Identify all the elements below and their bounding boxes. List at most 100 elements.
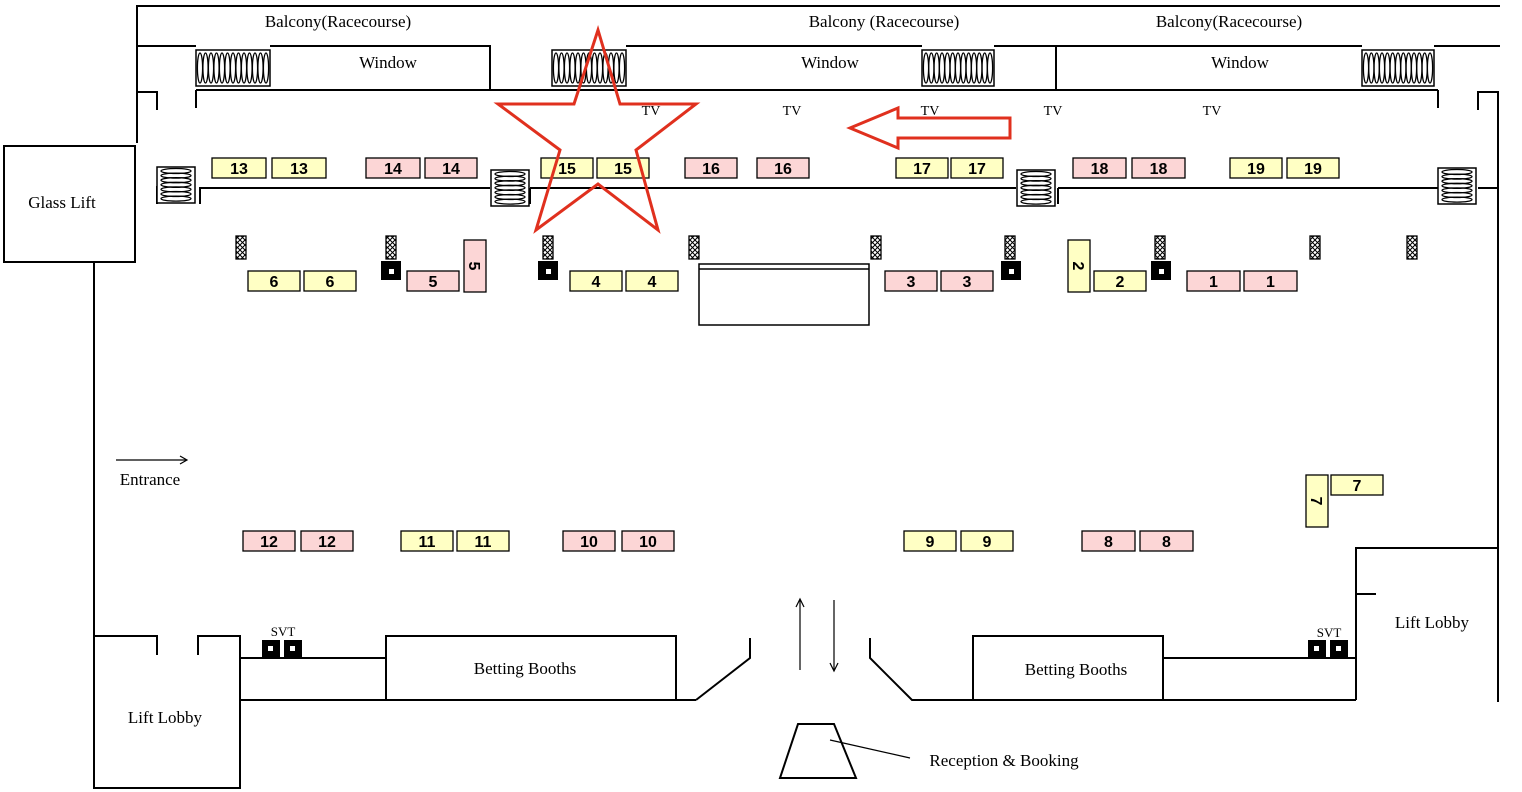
coil-group-vertical — [156, 166, 1477, 207]
table-number: 6 — [270, 274, 279, 291]
table-number: 8 — [1104, 534, 1113, 551]
coil-icon — [490, 169, 530, 207]
table-14b: 14 — [424, 157, 478, 179]
table-number: 7 — [1353, 478, 1362, 495]
speaker-group — [381, 261, 1171, 280]
table-number: 8 — [1162, 534, 1171, 551]
pillar — [542, 235, 554, 260]
table-15b: 15 — [596, 157, 650, 179]
entrance-label: Entrance — [120, 470, 180, 489]
pillar — [870, 235, 882, 260]
table-number: 12 — [318, 534, 336, 551]
table-4b: 4 — [625, 270, 679, 292]
table-16a: 16 — [684, 157, 738, 179]
table-number: 14 — [384, 161, 402, 178]
pillar — [1309, 235, 1321, 260]
table-9b: 9 — [960, 530, 1014, 552]
table-10a: 10 — [562, 530, 616, 552]
table-1a: 1 — [1186, 270, 1241, 292]
table-8a: 8 — [1081, 530, 1136, 552]
table-number: 13 — [230, 161, 248, 178]
table-number: 6 — [326, 274, 335, 291]
table-number: 5 — [465, 262, 482, 271]
table-18a: 18 — [1072, 157, 1127, 179]
table-15a: 15 — [540, 157, 594, 179]
table-number: 18 — [1091, 161, 1109, 178]
pillar-group — [235, 235, 1418, 260]
table-3a: 3 — [884, 270, 938, 292]
svt-label-right: SVT — [1317, 625, 1342, 640]
walls — [93, 5, 1500, 789]
up-arrow-icon — [795, 597, 805, 670]
table-13b: 13 — [271, 157, 327, 179]
table-number: 9 — [926, 534, 935, 551]
speaker-icon — [1001, 261, 1021, 280]
window-label-right: Window — [1211, 53, 1270, 72]
table-number: 17 — [913, 161, 931, 178]
tv-label: TV — [921, 104, 940, 119]
table-number: 15 — [614, 161, 632, 178]
table-6b: 6 — [303, 270, 357, 292]
balcony-label-left: Balcony(Racecourse) — [265, 12, 411, 31]
table-number: 4 — [592, 274, 601, 291]
betting-booths-right-label: Betting Booths — [1025, 660, 1127, 679]
table-number: 11 — [475, 534, 492, 551]
pillar — [1004, 235, 1016, 260]
table-13a: 13 — [211, 157, 267, 179]
svt-machine-left — [262, 640, 302, 658]
tv-label: TV — [642, 104, 661, 119]
table-11a: 11 — [400, 530, 454, 552]
table-number: 13 — [290, 161, 308, 178]
table-17b: 17 — [950, 157, 1004, 179]
table-12b: 12 — [300, 530, 354, 552]
table-6a: 6 — [247, 270, 301, 292]
pillar — [1406, 235, 1418, 260]
table-number: 11 — [419, 534, 436, 551]
table-number: 10 — [639, 534, 657, 551]
table-number: 1 — [1209, 274, 1218, 291]
coil-icon — [1437, 167, 1477, 205]
table-2a: 2 — [1067, 239, 1091, 293]
entrance-arrow-icon — [116, 455, 189, 465]
down-arrow-icon — [829, 600, 839, 673]
table-2b: 2 — [1093, 270, 1147, 292]
glass-lift — [3, 145, 136, 263]
betting-booths-left — [385, 635, 677, 701]
coil-icon — [921, 49, 995, 87]
coil-icon — [1361, 49, 1435, 87]
table-9a: 9 — [903, 530, 957, 552]
table-number: 19 — [1304, 161, 1322, 178]
tv-label: TV — [1044, 104, 1063, 119]
table-number: 15 — [558, 161, 576, 178]
table-number: 18 — [1150, 161, 1168, 178]
svt-machine-right — [1308, 640, 1348, 658]
table-number: 10 — [580, 534, 598, 551]
table-number: 16 — [774, 161, 792, 178]
reception-desk — [778, 723, 858, 779]
balcony-label-center: Balcony (Racecourse) — [809, 12, 960, 31]
table-number: 7 — [1307, 497, 1324, 506]
pillar — [688, 235, 700, 260]
pillar — [235, 235, 247, 260]
table-19b: 19 — [1286, 157, 1340, 179]
table-17a: 17 — [895, 157, 949, 179]
glass-lift-label: Glass Lift — [28, 193, 96, 212]
table-number: 5 — [429, 274, 438, 291]
table-5b: 5 — [463, 239, 487, 293]
table-8b: 8 — [1139, 530, 1194, 552]
table-number: 12 — [260, 534, 278, 551]
center-counter — [698, 263, 870, 326]
table-number: 3 — [907, 274, 916, 291]
table-7a: 7 — [1305, 474, 1329, 528]
reception-label: Reception & Booking — [929, 751, 1079, 770]
location-star-icon — [493, 24, 701, 234]
table-10b: 10 — [621, 530, 675, 552]
table-1b: 1 — [1243, 270, 1298, 292]
table-number: 3 — [963, 274, 972, 291]
speaker-icon — [538, 261, 558, 280]
table-14a: 14 — [365, 157, 421, 179]
table-number: 2 — [1116, 274, 1125, 291]
table-18b: 18 — [1131, 157, 1186, 179]
